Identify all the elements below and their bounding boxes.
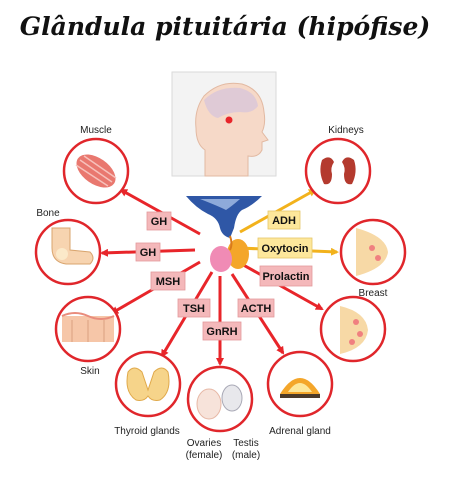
kidney-right-icon — [342, 157, 356, 185]
thyroid-organ — [114, 350, 182, 418]
hormone-label-gh-lower: GH — [135, 242, 161, 262]
head-silhouette-icon — [171, 71, 277, 177]
kidney-left-icon — [320, 157, 334, 185]
organ-label-bone: Bone — [36, 208, 60, 219]
hormone-label-prolactin: Prolactin — [259, 265, 313, 287]
organ-label-skin: Skin — [80, 366, 99, 377]
hormone-label-gnrh: GnRH — [202, 321, 242, 341]
svg-text:MSH: MSH — [156, 276, 181, 288]
bone-organ — [34, 218, 102, 286]
adrenal-organ — [266, 350, 334, 418]
hormone-label-adh: ADH — [267, 210, 301, 230]
testis-icon — [221, 384, 243, 412]
svg-text:Prolactin: Prolactin — [262, 271, 309, 283]
organ-label-kidneys: Kidneys — [328, 125, 364, 136]
ovaries-testis-organ — [186, 365, 254, 433]
hormone-label-gh-upper: GH — [146, 211, 172, 231]
svg-text:Oxytocin: Oxytocin — [261, 243, 308, 255]
kidneys-organ — [304, 137, 372, 205]
organ-label-ovaries-sub: (female) — [186, 450, 223, 461]
pituitary-gland-icon — [186, 196, 262, 272]
thyroid-icon — [126, 367, 170, 401]
organ-label-testis: Testis — [233, 438, 259, 449]
page-title: Glândula pituitária (hipófise) — [19, 12, 431, 41]
svg-text:GH: GH — [140, 247, 157, 259]
skin-organ — [54, 295, 122, 363]
svg-text:ADH: ADH — [272, 215, 296, 227]
hormone-label-msh: MSH — [150, 271, 186, 291]
svg-text:ACTH: ACTH — [241, 303, 272, 315]
hormone-label-acth: ACTH — [237, 298, 275, 318]
breast-upper-organ — [339, 218, 407, 286]
breast-tissue-icon — [340, 306, 368, 354]
hormone-label-oxytocin: Oxytocin — [257, 237, 313, 259]
svg-text:TSH: TSH — [183, 303, 205, 315]
organ-label-breast: Breast — [359, 288, 388, 299]
breast-icon — [356, 228, 388, 276]
svg-text:GnRH: GnRH — [206, 326, 237, 338]
ovary-icon — [196, 388, 222, 420]
hormone-label-tsh: TSH — [177, 298, 211, 318]
organ-label-thyroid: Thyroid glands — [114, 426, 180, 437]
breast-lower-organ — [319, 295, 387, 363]
organ-label-testis-sub: (male) — [232, 450, 260, 461]
muscle-organ — [62, 137, 130, 205]
organ-label-muscle: Muscle — [80, 125, 112, 136]
organ-label-adrenal: Adrenal gland — [269, 426, 331, 437]
organ-label-ovaries: Ovaries — [187, 438, 221, 449]
svg-text:GH: GH — [151, 216, 168, 228]
